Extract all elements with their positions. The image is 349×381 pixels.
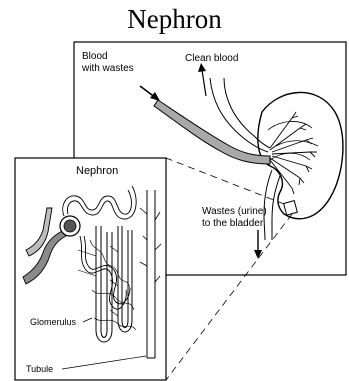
nephron-inset: Nephron Glomerulus Tubule <box>15 158 166 380</box>
label-to-the-bladder: to the bladder <box>202 218 264 229</box>
nephron-location-box <box>284 201 298 215</box>
label-wastes-urine: Wastes (urine) <box>202 206 267 217</box>
label-blood-with-wastes-2: with wastes <box>81 63 134 74</box>
label-blood-with-wastes-1: Blood <box>82 51 108 62</box>
nephron-inset-title: Nephron <box>76 165 118 177</box>
label-clean-blood: Clean blood <box>185 53 238 64</box>
label-tubule: Tubule <box>26 364 53 374</box>
label-glomerulus: Glomerulus <box>30 317 77 327</box>
glomerulus-core <box>64 220 76 232</box>
